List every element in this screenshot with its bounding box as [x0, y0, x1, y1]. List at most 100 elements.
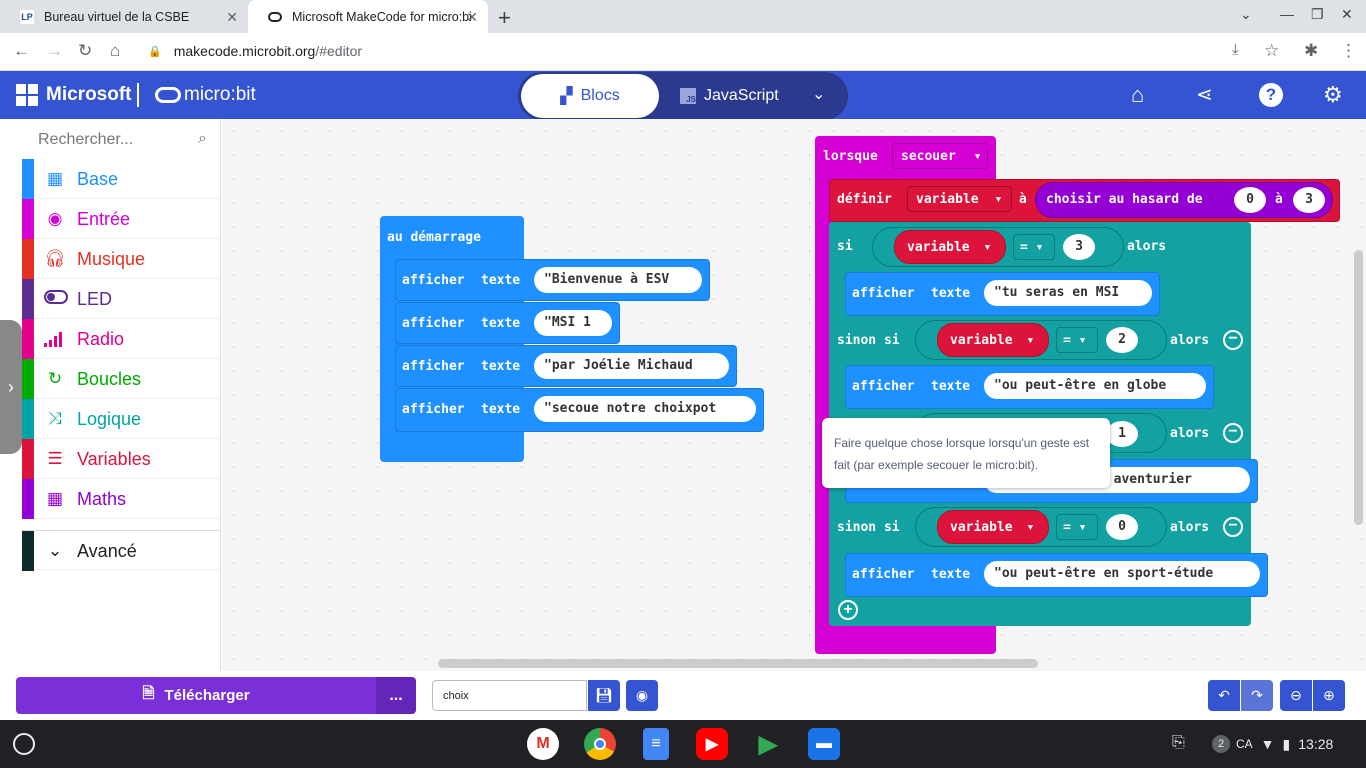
reload-icon[interactable]: ↻ [78, 41, 93, 60]
chrome-icon[interactable] [584, 728, 616, 760]
files-icon[interactable]: ▬ [808, 728, 840, 760]
brand-name: Microsoft [46, 84, 132, 105]
gesture-dropdown[interactable]: secouer ▾ [892, 143, 988, 169]
github-icon[interactable]: ◉ [626, 680, 658, 711]
share-icon[interactable]: ⋖ [1196, 84, 1213, 106]
remove-branch-icon[interactable]: − [1223, 330, 1243, 350]
category-maths[interactable]: ▦ Maths [22, 479, 221, 519]
mode-dropdown-chevron-icon[interactable]: ⌄ [812, 86, 826, 103]
restore-icon[interactable]: ❐ [1311, 6, 1324, 22]
browser-tab-makecode[interactable]: Microsoft MakeCode for micro:bi ✕ [248, 0, 488, 33]
string-field[interactable]: "tu seras en MSI [984, 280, 1152, 306]
redo-icon[interactable]: ↷ [1241, 680, 1273, 711]
microsoft-logo[interactable]: Microsoft [16, 84, 132, 106]
product-name: micro:bit [184, 84, 256, 105]
home-icon[interactable]: ⌂ [1131, 82, 1145, 107]
close-tab-icon[interactable]: ✕ [226, 9, 238, 25]
clipboard-icon[interactable]: ⎘ [1172, 734, 1185, 751]
block-tooltip: Faire quelque chose lorsque lorsqu'un ge… [822, 418, 1110, 488]
compare-value-field[interactable]: 2 [1106, 327, 1138, 353]
string-field[interactable]: "secoue notre choixpot [534, 396, 756, 422]
variable-reporter[interactable]: variable ▾ [894, 230, 1006, 264]
launcher-icon[interactable] [13, 733, 35, 755]
javascript-mode-button[interactable]: JS JavaScript [680, 74, 779, 118]
category-advanced[interactable]: ⌄ Avancé [22, 530, 221, 571]
random-to-field[interactable]: 3 [1293, 187, 1325, 213]
category-radio[interactable]: Radio [22, 319, 221, 359]
category-variables[interactable]: ☰ Variables [22, 439, 221, 479]
string-field[interactable]: "MSI 1 [534, 310, 612, 336]
remove-branch-icon[interactable]: − [1223, 517, 1243, 537]
download-button[interactable]: 🗎︎ Télécharger [16, 677, 376, 714]
address-bar[interactable]: 🔒 makecode.microbit.org /#editor [148, 38, 1288, 64]
forward-icon[interactable]: → [46, 41, 63, 60]
minimize-icon[interactable]: — [1280, 6, 1294, 22]
variable-dropdown[interactable]: variable ▾ [907, 186, 1012, 212]
operator-dropdown[interactable]: = ▾ [1013, 234, 1055, 260]
new-tab-icon[interactable]: + [498, 5, 511, 30]
simulator-toggle-chevron-icon[interactable]: › [0, 320, 22, 454]
calculator-icon: ▦ [46, 489, 64, 508]
operator-dropdown[interactable]: = ▾ [1056, 327, 1098, 353]
category-input[interactable]: ◉ Entrée [22, 199, 221, 239]
category-label: Logique [77, 409, 142, 429]
back-icon[interactable]: ← [13, 41, 30, 60]
close-tab-icon[interactable]: ✕ [466, 9, 478, 25]
show-label: afficher [402, 316, 465, 331]
undo-icon[interactable]: ↶ [1208, 680, 1240, 711]
download-more-button[interactable]: ... [376, 677, 416, 714]
text-label: texte [481, 402, 521, 417]
search-placeholder: Rechercher... [38, 131, 134, 148]
toolbox-search-input[interactable]: Rechercher... ⌕ [22, 121, 221, 159]
random-from-field[interactable]: 0 [1234, 187, 1266, 213]
save-icon[interactable]: 💾︎ [588, 680, 620, 711]
tab-search-icon[interactable]: ⌄ [1240, 6, 1252, 22]
status-tray[interactable]: 2 CA ▼ ▮ 13:28 [1212, 728, 1333, 760]
compare-value-field[interactable]: 0 [1106, 514, 1138, 540]
category-loops[interactable]: ↻ Boucles [22, 359, 221, 399]
browser-toolbar [0, 33, 1366, 71]
input-locale: CA [1236, 737, 1253, 751]
remove-branch-icon[interactable]: − [1223, 423, 1243, 443]
microbit-logo[interactable]: micro:bit [155, 84, 256, 106]
add-branch-icon[interactable]: + [838, 600, 858, 620]
gmail-icon[interactable]: M [527, 728, 559, 760]
compare-value-field[interactable]: 3 [1063, 234, 1095, 260]
category-label: Radio [77, 329, 125, 349]
string-field[interactable]: "ou peut-être en globe [984, 373, 1206, 399]
string-field[interactable]: "ou peut-être en sport-étude [984, 561, 1260, 587]
zoom-out-icon[interactable]: ⊖ [1280, 680, 1312, 711]
string-field[interactable]: "par Joélie Michaud [534, 353, 729, 379]
project-name-input[interactable] [432, 680, 587, 711]
play-store-icon[interactable]: ▶ [758, 730, 778, 758]
help-icon[interactable]: ? [1259, 83, 1283, 107]
horizontal-scrollbar[interactable] [438, 659, 1038, 668]
extensions-icon[interactable]: ✱ [1304, 41, 1319, 60]
browser-menu-icon[interactable]: ⋮ [1340, 41, 1357, 60]
variable-reporter[interactable]: variable ▾ [937, 510, 1049, 544]
else-if-label: sinon si [837, 520, 900, 535]
category-music[interactable]: 🎧︎ Musique [22, 239, 221, 279]
zoom-in-icon[interactable]: ⊕ [1313, 680, 1345, 711]
settings-gear-icon[interactable]: ⚙ [1323, 82, 1343, 107]
compare-value-field[interactable]: 1 [1106, 421, 1138, 447]
category-base[interactable]: ▦ Base [22, 159, 221, 199]
random-int-block[interactable] [1035, 182, 1333, 218]
on-gesture-label: lorsque [823, 149, 878, 164]
install-app-icon[interactable]: ⤓ [1232, 41, 1239, 58]
close-window-icon[interactable]: ✕ [1341, 6, 1353, 22]
operator-dropdown[interactable]: = ▾ [1056, 514, 1098, 540]
makecode-favicon-icon [268, 10, 282, 24]
category-led[interactable]: LED [22, 279, 221, 319]
category-logic[interactable]: ⤨ Logique [22, 399, 221, 439]
home-icon[interactable]: ⌂ [110, 41, 121, 60]
wifi-icon: ▼ [1260, 736, 1275, 752]
string-field[interactable]: "Bienvenue à ESV [534, 267, 702, 293]
blocks-mode-button[interactable]: ▞ Blocs [521, 74, 659, 118]
variable-reporter[interactable]: variable ▾ [937, 323, 1049, 357]
bookmark-star-icon[interactable]: ☆ [1264, 41, 1280, 60]
vertical-scrollbar[interactable] [1354, 250, 1363, 525]
youtube-icon[interactable]: ▶ [696, 728, 728, 760]
docs-icon[interactable]: ≡ [643, 728, 669, 760]
browser-tab-csbe[interactable]: LP Bureau virtuel de la CSBE ✕ [0, 0, 248, 33]
